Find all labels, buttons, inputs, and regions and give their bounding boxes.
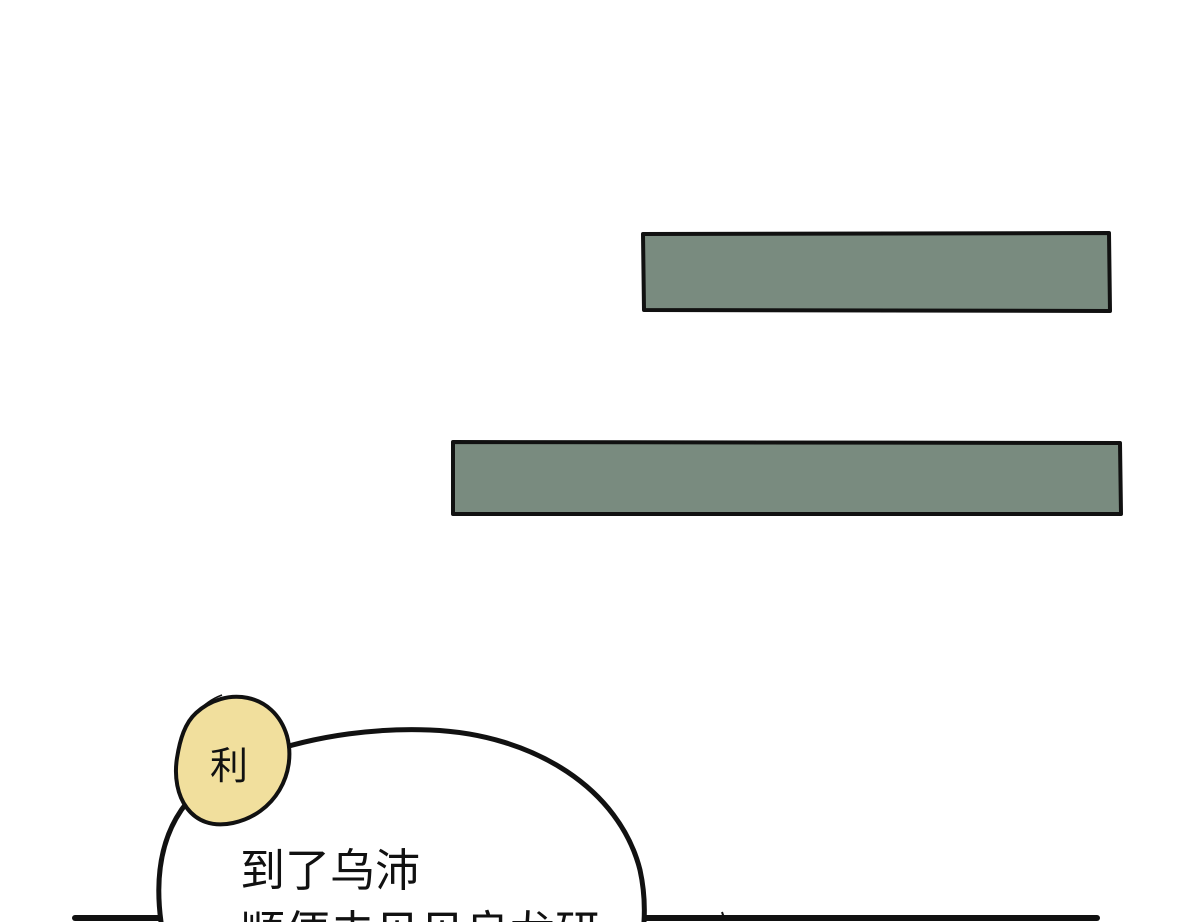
speech-line-2: 顺便去见见良龙研 [240, 902, 630, 922]
speaker-badge-sketch-line [197, 694, 223, 713]
caption-box-top [641, 231, 1112, 313]
speaker-badge [174, 694, 292, 827]
speech-bubble-text: 到了乌沛 顺便去见见良龙研 [240, 840, 630, 922]
caption-box-middle [451, 440, 1123, 516]
small-mark [721, 911, 725, 919]
speaker-name: 利 [209, 743, 248, 788]
speech-line-1: 到了乌沛 [240, 844, 421, 897]
